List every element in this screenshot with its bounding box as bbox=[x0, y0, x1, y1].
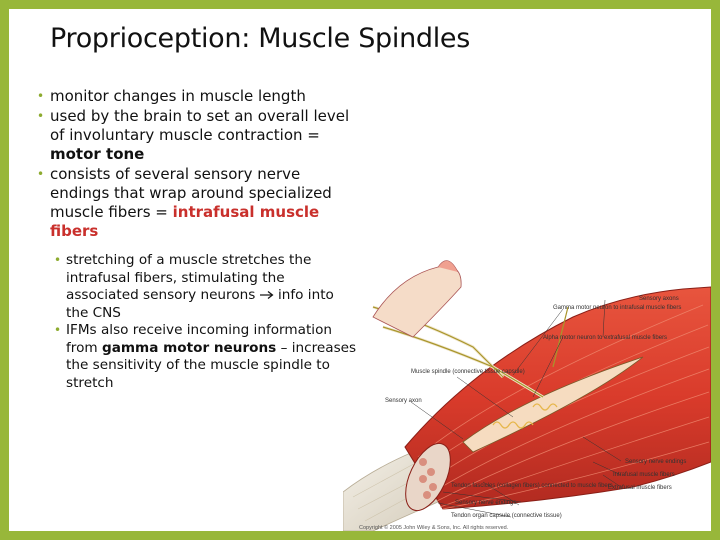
muscle-cross-section bbox=[405, 442, 451, 512]
bullet-dot-icon: • bbox=[37, 167, 45, 181]
bullet-highlight: intrafusal muscle fibers bbox=[50, 203, 320, 240]
muscle-spindle-figure: Gamma motor neuron to intrafusal muscle … bbox=[343, 260, 711, 531]
copyright-text: Copyright © 2005 John Wiley & Sons, Inc.… bbox=[359, 524, 509, 531]
label-sensory-axon: Sensory axon bbox=[385, 398, 422, 404]
label-alpha: Alpha motor neuron to extrafusal muscle … bbox=[543, 335, 667, 341]
slide-title: Proprioception: Muscle Spindles bbox=[50, 23, 471, 54]
label-intrafusal: Intrafusal muscle fibers bbox=[613, 472, 675, 478]
bullet-emphasis: motor tone bbox=[50, 145, 145, 163]
bullet-item: • consists of several sensory nerve endi… bbox=[24, 165, 359, 241]
subbullet-text: IFMs also receive incoming information f… bbox=[66, 322, 333, 356]
subbullet-item: • IFMs also receive incoming information… bbox=[24, 322, 359, 392]
label-spindle: Muscle spindle (connective tissue capsul… bbox=[411, 369, 525, 375]
bullet-item: • used by the brain to set an overall le… bbox=[24, 107, 359, 164]
bullet-dot-icon: • bbox=[54, 323, 62, 337]
bullet-text: monitor changes in muscle length bbox=[50, 87, 306, 105]
subbullet-item: • stretching of a muscle stretches the i… bbox=[24, 252, 359, 322]
right-arrow-icon bbox=[259, 291, 274, 299]
bullet-dot-icon: • bbox=[37, 89, 45, 103]
label-gamma: Gamma motor neuron to intrafusal muscle … bbox=[553, 305, 681, 311]
bullet-text: used by the brain to set an overall leve… bbox=[50, 107, 350, 144]
bullet-dot-icon: • bbox=[37, 109, 45, 123]
bullet-text: consists of several sensory nerve ending… bbox=[50, 165, 332, 221]
label-sensory-endings-2: Sensory nerve endings bbox=[455, 500, 516, 506]
bullet-list: • monitor changes in muscle length • use… bbox=[24, 87, 359, 392]
label-sensory-endings: Sensory nerve endings bbox=[625, 459, 686, 465]
label-sensory-axons: Sensory axons bbox=[639, 296, 679, 302]
label-tendon: Tendon fascicles (collagen fibers) conne… bbox=[451, 483, 613, 489]
label-extrafusal: Extrafusal muscle fibers bbox=[608, 485, 672, 491]
subbullet-text: info into the CNS bbox=[66, 287, 334, 321]
subbullet-text: stretching of a muscle stretches the int… bbox=[66, 252, 312, 303]
arm-sketch bbox=[372, 265, 462, 338]
slide: Proprioception: Muscle Spindles • monito… bbox=[9, 9, 711, 531]
label-tendon-organ: Tendon organ capsule (connective tissue) bbox=[451, 513, 562, 519]
subbullet-text: – increases the sensitivity of the muscl… bbox=[66, 339, 357, 391]
bullet-dot-icon: • bbox=[54, 253, 62, 267]
bullet-item: • monitor changes in muscle length bbox=[24, 87, 359, 106]
subbullet-emphasis: gamma motor neurons bbox=[101, 339, 277, 356]
